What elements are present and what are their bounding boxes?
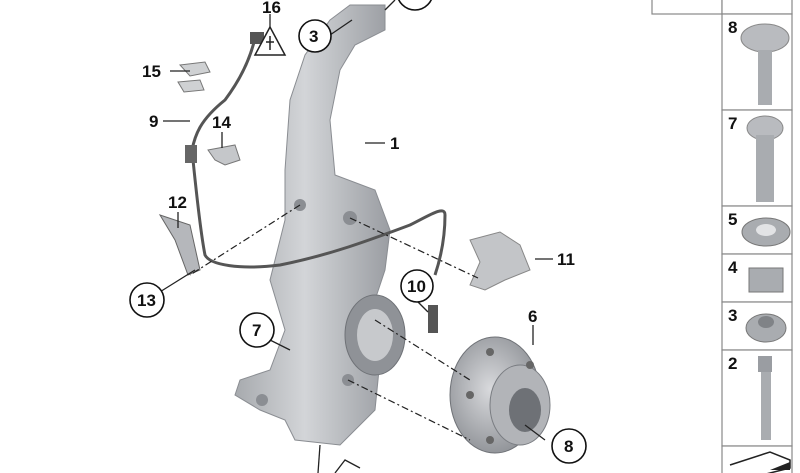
- callout-7: 7: [252, 321, 261, 340]
- clip: [207, 144, 241, 166]
- panel-label-5: 5: [728, 210, 737, 229]
- callout-9: 9: [149, 112, 158, 131]
- callout-13: 13: [137, 291, 156, 310]
- speed-sensor-cable: [190, 37, 447, 276]
- steering-knuckle: [234, 4, 406, 473]
- callout-8: 8: [564, 437, 573, 456]
- callout-14: 14: [212, 113, 231, 132]
- leader-lines: [154, 0, 553, 441]
- callout-circle-13: [129, 282, 165, 318]
- wheel-speed-sensor: [428, 305, 438, 333]
- callout-16: 16: [262, 0, 281, 17]
- callout-3: 3: [309, 27, 318, 46]
- fastener-panel: [651, 0, 793, 473]
- callout-15: 15: [142, 62, 161, 81]
- callout-circle-8: [551, 428, 587, 464]
- wheel-hub: [449, 336, 551, 454]
- callout-11: 11: [557, 250, 575, 269]
- sensor-connector: [250, 32, 264, 44]
- cable-holder: [158, 214, 201, 276]
- callout-circle-offscreen: [397, 0, 433, 11]
- callout-1: 1: [390, 134, 399, 153]
- panel-label-7: 7: [728, 114, 737, 133]
- clip-pair: [177, 61, 211, 93]
- panel-label-2: 2: [728, 354, 737, 373]
- callout-12: 12: [168, 193, 187, 212]
- callout-6: 6: [528, 307, 537, 326]
- electrical-warning-triangle-icon: [253, 25, 287, 56]
- panel-label-3: 3: [728, 306, 737, 325]
- panel-label-8: 8: [728, 18, 737, 37]
- callout-circle-7: [239, 312, 275, 348]
- callout-10: 10: [407, 277, 426, 296]
- callout-circle-10: [400, 269, 434, 303]
- cable-grommet: [185, 145, 197, 163]
- callout-circle-3: [298, 19, 332, 53]
- panel-label-4: 4: [728, 258, 738, 277]
- bracket: [469, 231, 531, 291]
